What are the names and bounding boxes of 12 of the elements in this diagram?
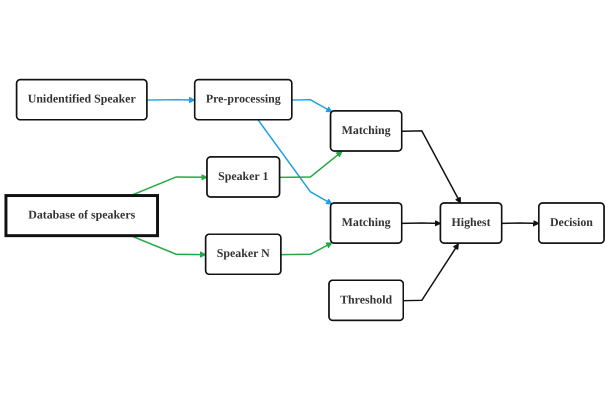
arrow bbox=[281, 242, 333, 256]
arrow bbox=[292, 98, 333, 112]
arrow bbox=[402, 220, 442, 227]
arrow bbox=[130, 234, 206, 258]
arrow bbox=[502, 220, 540, 227]
arrow bbox=[280, 151, 343, 178]
arrow bbox=[130, 174, 208, 196]
arrow bbox=[402, 130, 461, 204]
arrow bbox=[147, 96, 196, 104]
node-box: Database of speakers bbox=[4, 194, 160, 238]
arrow bbox=[404, 243, 459, 302]
arrow bbox=[258, 120, 333, 205]
